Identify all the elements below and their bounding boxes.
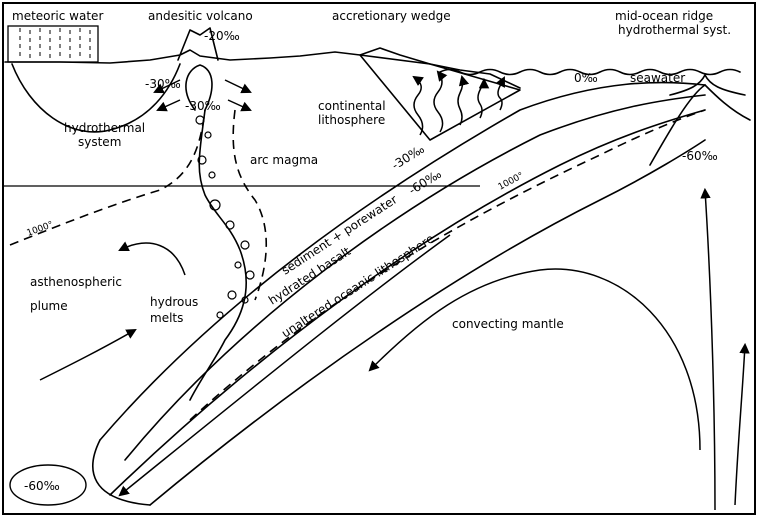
- meteoric-water-zone: [8, 26, 98, 62]
- mantle-arrow-convecting: [370, 269, 700, 450]
- label-hydrothermal-syst: hydrothermal syst.: [618, 23, 731, 37]
- label-mid-ocean-ridge: mid-ocean ridge: [615, 9, 713, 23]
- label-iso1000-left: 1000°: [26, 220, 55, 239]
- label-convecting-mantle: convecting mantle: [452, 317, 564, 331]
- label-accretionary-wedge: accretionary wedge: [332, 9, 451, 23]
- rain-hatching: [20, 28, 90, 60]
- mantle-arrow-edge-up: [735, 345, 745, 505]
- mantle-arrow-left-down: [120, 243, 185, 275]
- label-system: system: [78, 135, 121, 149]
- label-plume: plume: [30, 299, 68, 313]
- label-arc-magma: arc magma: [250, 153, 318, 167]
- magma-conduit: [186, 65, 246, 400]
- label-minus60-slab: -60‰: [406, 167, 444, 198]
- mantle-arrow-plume: [40, 330, 135, 380]
- label-meteoric-water: meteoric water: [12, 9, 103, 23]
- label-lithosphere: lithosphere: [318, 113, 385, 127]
- label-minus60-ridge: -60‰: [682, 149, 718, 163]
- label-continental: continental: [318, 99, 386, 113]
- label-minus60-bottom: -60‰: [24, 479, 60, 493]
- label-hydrothermal: hydrothermal: [64, 121, 145, 135]
- label-minus20: -20‰: [204, 29, 240, 43]
- label-minus30-b: -30‰: [185, 99, 221, 113]
- label-seawater: seawater: [630, 71, 685, 85]
- label-andesitic-volcano: andesitic volcano: [148, 9, 253, 23]
- label-hydrous: hydrous: [150, 295, 198, 309]
- label-melts: melts: [150, 311, 183, 325]
- label-minus30-slab: -30‰: [389, 142, 427, 173]
- accretionary-wedge-outline: [360, 55, 520, 140]
- slab-lithosphere-base: [150, 140, 705, 505]
- label-zero: 0‰: [574, 71, 598, 85]
- mantle-arrow-right-up: [705, 190, 715, 510]
- label-minus30-a: -30‰: [145, 77, 181, 91]
- label-iso1000-slab: 1000°: [497, 171, 526, 193]
- slab-tip: [93, 440, 150, 505]
- label-asthenospheric: asthenospheric: [30, 275, 122, 289]
